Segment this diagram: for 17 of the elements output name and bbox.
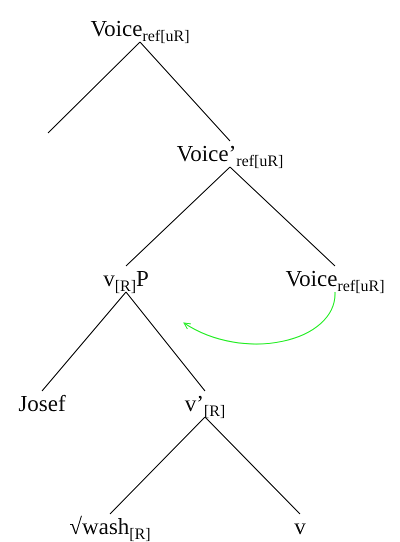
tree-branch <box>140 42 230 142</box>
tree-branch <box>110 416 206 514</box>
tree-branch <box>42 292 126 392</box>
tree-node-label: v$_{[R]}$P <box>103 266 149 292</box>
tree-node-label: v’$_{[R]}$ <box>184 391 226 417</box>
tree-branch <box>204 416 300 514</box>
movement-arrow <box>184 292 336 344</box>
tree-node-label: Josef <box>18 391 66 417</box>
tree-branch <box>230 166 336 266</box>
tree-node-label: √wash$_{[R]}$ <box>69 514 151 540</box>
tree-branch <box>48 42 140 134</box>
tree-node-label: Voice$_{ref[uR]}$ <box>90 16 190 42</box>
tree-node-label: v <box>294 514 306 540</box>
tree-node-label: Voice’$_{ref[uR]}$ <box>176 141 284 167</box>
tree-branch <box>126 292 206 392</box>
tree-node-label: Voice$_{ref[uR]}$ <box>285 266 385 292</box>
tree-branch <box>126 166 230 266</box>
